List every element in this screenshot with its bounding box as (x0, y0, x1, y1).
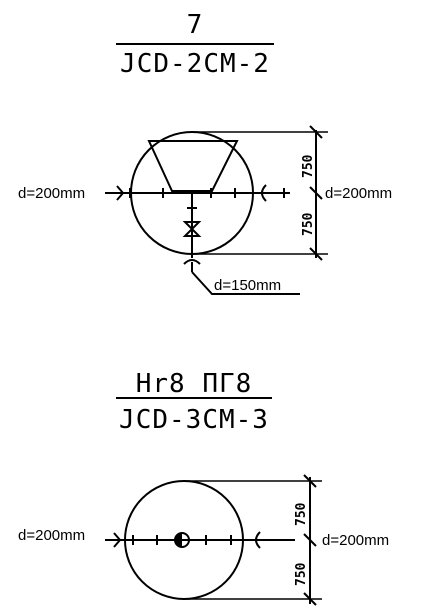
d1-title-top: 7 (187, 10, 204, 40)
d1-valve-icon (182, 221, 202, 237)
d2-dim-tick-top (303, 474, 317, 488)
d2-inlet-arrow (113, 532, 122, 548)
diagram-1: 7 JCD-2CM-2 d=150mm d=200mm d=200mm (18, 10, 392, 295)
d1-outlet-label: d=200mm (325, 185, 392, 202)
d1-dim-tick-bottom (309, 247, 323, 261)
d1-title-bottom: JCD-2CM-2 (120, 49, 270, 79)
d1-dim-upper: 750 (301, 154, 316, 178)
d2-outlet-bell (255, 531, 261, 549)
d1-trapezoid (147, 140, 239, 192)
d1-branch-bell (183, 259, 201, 265)
d2-dim-tick-mid (303, 533, 317, 547)
d1-dim-tick-mid (309, 186, 323, 200)
d1-inlet-label: d=200mm (18, 185, 85, 202)
d1-dim-tick-top (309, 125, 323, 139)
d1-inlet-arrow (116, 185, 125, 201)
d2-title-bottom: JCD-3CM-3 (119, 405, 269, 435)
d2-inlet-label: d=200mm (18, 527, 85, 544)
d1-branch-label: d=150mm (214, 277, 281, 294)
d2-outlet-label: d=200mm (322, 532, 389, 549)
d2-dim-upper: 750 (294, 502, 309, 526)
d1-dim-lower: 750 (301, 212, 316, 236)
diagram-2: Hr8 ΠΓ8 JCD-3CM-3 d=200mm d=200mm 750 75… (18, 369, 389, 606)
d2-center-fitting-fill (175, 533, 182, 547)
d2-dim-lower: 750 (294, 562, 309, 586)
d1-branch-leader (191, 271, 300, 295)
d1-outlet-bell (261, 184, 267, 202)
d2-dim-tick-bottom (303, 592, 317, 606)
d2-title-top: Hr8 ΠΓ8 (136, 369, 253, 399)
